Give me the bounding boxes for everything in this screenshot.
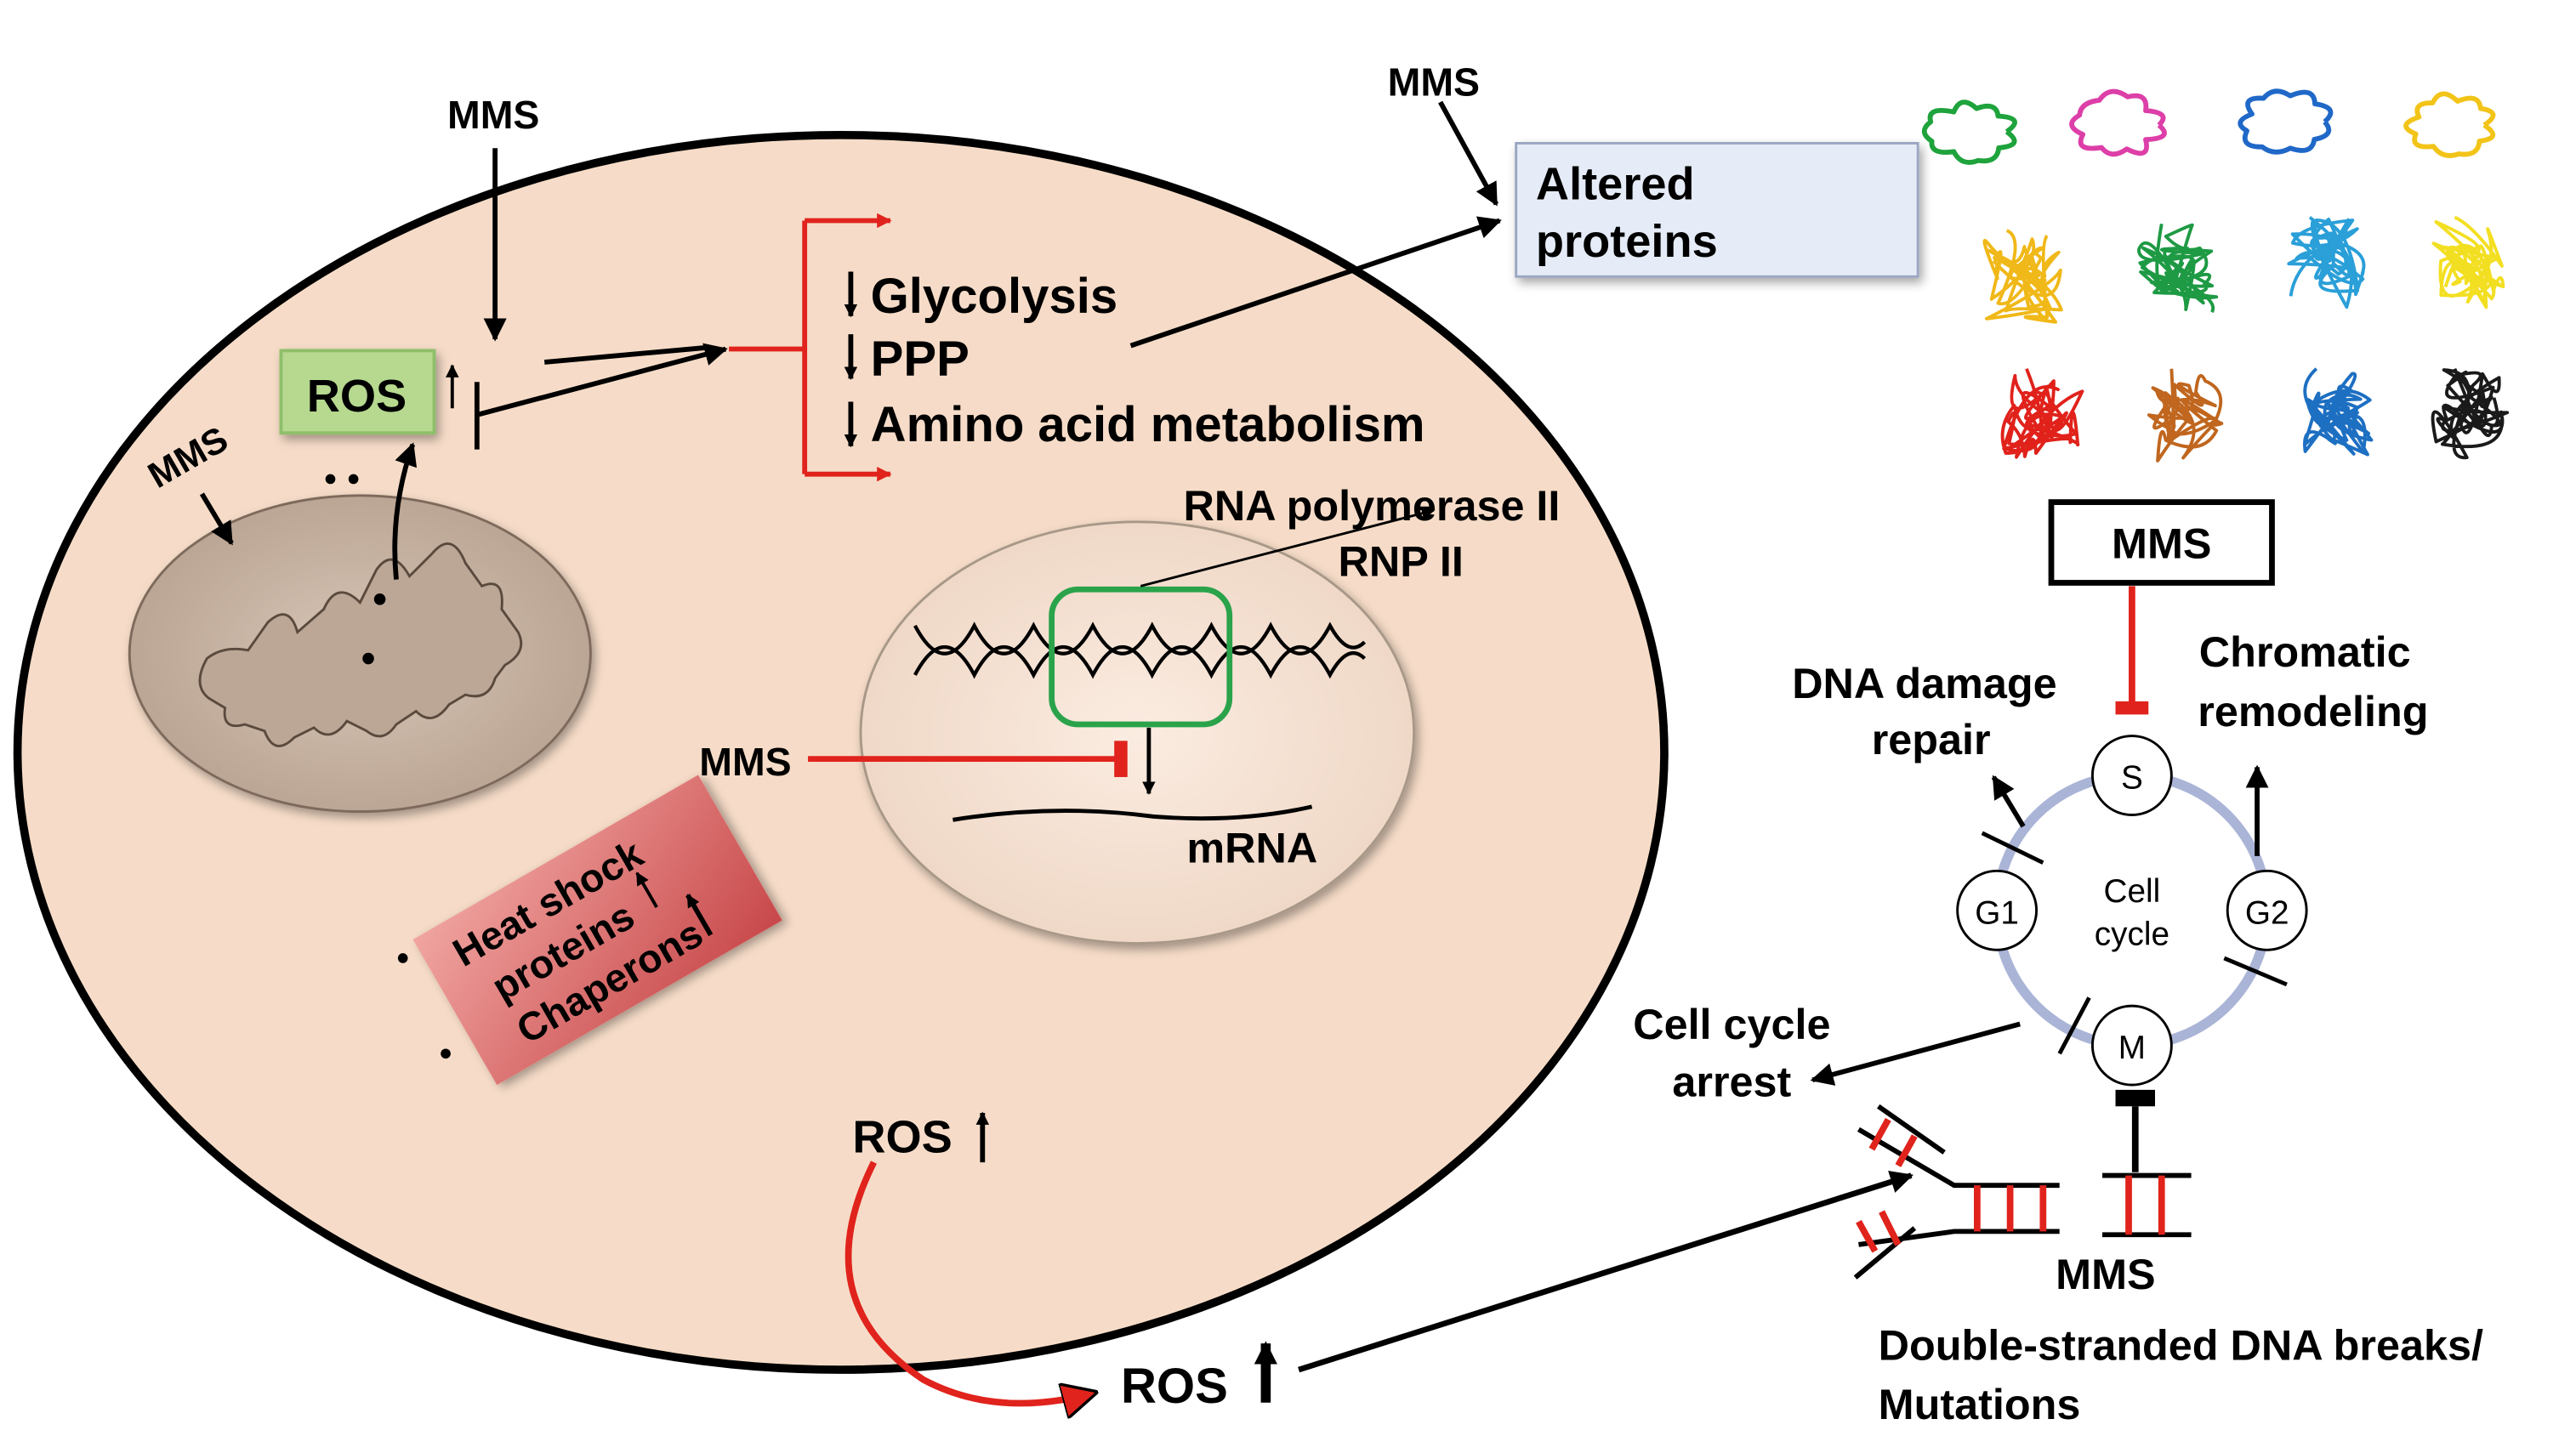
phase-g2-label: G2 [2245, 894, 2289, 931]
ros-to-metabolism-arrow [476, 343, 728, 417]
phase-g1: G1 [1956, 869, 2039, 951]
dsb-label-2: Mutations [1879, 1380, 2081, 1428]
mms-box [2048, 499, 2275, 586]
phase-g2: G2 [2226, 869, 2308, 951]
cell-cycle-arrest-label-2: arrest [1672, 1058, 1791, 1106]
rnp-label: RNP II [1339, 537, 1464, 586]
dot-marker [373, 593, 386, 605]
bullet-dot [397, 953, 408, 963]
dot-marker [348, 474, 359, 485]
checkpoint-mark [2057, 996, 2091, 1055]
heat-shock-box [412, 775, 782, 1086]
misfolded-protein-icon [2147, 368, 2224, 463]
rnap-binding-box [1049, 586, 1233, 728]
bullet-dot [441, 1048, 451, 1059]
cell-body [13, 130, 1669, 1374]
phase-g1-label: G1 [1975, 894, 2019, 931]
misfolded-protein-icon [2431, 368, 2510, 460]
chaperons-up-arrow [685, 894, 714, 937]
unfolded-protein-icon [2238, 88, 2334, 155]
misfolded-protein-icon [2137, 223, 2219, 314]
mms-top-label: MMS [447, 93, 539, 137]
rna-polymerase-label: RNA polymerase II [1184, 481, 1561, 530]
phase-s-label: S [2121, 760, 2143, 797]
misfolded-protein-icon [1982, 229, 2063, 324]
cell-cycle-diagram: Cell cycle S G1 G2 M [1956, 735, 2308, 1087]
to-arrest-arrow [1810, 1021, 2021, 1086]
dna-helix [913, 621, 1367, 679]
cell-cycle-label-2: cycle [2095, 916, 2169, 952]
unfolded-protein-icon [2403, 91, 2496, 158]
dsb-label-1: Double-stranded DNA breaks/ [1879, 1320, 2483, 1369]
mms-to-proteins-arrow [1438, 100, 1498, 207]
ros-outside-label: ROS [1121, 1359, 1228, 1414]
dot-marker [362, 652, 374, 665]
mms-inhibition-bar [1114, 741, 1128, 777]
cell-cycle-arrest-label-1: Cell cycle [1633, 1000, 1830, 1048]
checkpoint-mark [1981, 831, 2044, 865]
dot-marker [325, 474, 336, 485]
phase-s: S [2090, 735, 2173, 816]
altered-label: Altered [1536, 158, 1695, 209]
dna-damage-repair-label-2: repair [1872, 715, 1991, 763]
ros-escape-arrow [844, 1161, 1095, 1403]
amino-acid-label: Amino acid metabolism [871, 397, 1425, 452]
mms-to-mito-arrow [199, 492, 234, 546]
misfolded-protein-icon [2287, 216, 2366, 309]
mito-to-ros-arrow [392, 442, 418, 580]
ros-to-metabolism-line [543, 344, 710, 365]
chromatic-remodeling-label-1: Chromatic [2199, 627, 2411, 676]
unfolded-protein-icon [2069, 88, 2167, 157]
m-inhibition-bar [2115, 1089, 2155, 1107]
unfolded-protein-icon [1921, 99, 2017, 165]
misfolded-proteins-grid [1921, 88, 2510, 463]
ppp-label: PPP [871, 331, 970, 386]
phase-m: M [2090, 1004, 2173, 1087]
mitochondrion [128, 494, 592, 814]
proteins-box-label: proteins [1536, 216, 1718, 267]
altered-proteins-box [1515, 142, 1919, 278]
chromatic-remodeling-label-2: remodeling [2198, 687, 2428, 735]
mrna-strand [952, 804, 1313, 822]
ros-box-label: ROS [307, 371, 407, 422]
mms-box-label: MMS [2112, 519, 2211, 567]
ros-inside-label: ROS [852, 1111, 952, 1162]
dna-damage-repair-label-1: DNA damage [1792, 659, 2056, 707]
phase-m-label: M [2118, 1030, 2146, 1066]
mms-inhibition-bar-s [2115, 701, 2149, 715]
misfolded-protein-icon [2302, 367, 2374, 457]
mms-bottom-label: MMS [2056, 1250, 2155, 1298]
mrna-label: mRNA [1186, 824, 1317, 872]
proteins-up-arrow [635, 871, 658, 909]
cell-cycle-label-1: Cell [2104, 873, 2161, 910]
mms-altered-label: MMS [1388, 60, 1480, 104]
nucleus [859, 520, 1416, 945]
ros-to-dna-arrow [1298, 1171, 1914, 1373]
misfolded-protein-icon [2431, 215, 2505, 309]
to-dna-repair-arrow [1991, 775, 2026, 828]
rnap-pointer-arrow [1140, 507, 1436, 587]
glycolysis-label: Glycolysis [871, 269, 1118, 324]
ros-box [279, 349, 436, 435]
checkpoint-mark [2223, 956, 2288, 987]
mms-dna-label: MMS [699, 740, 791, 784]
misfolded-protein-icon [2000, 368, 2084, 459]
damaged-dna-fork [1853, 1104, 2192, 1280]
metabolism-to-proteins-arrow [1129, 216, 1502, 349]
metabolism-bracket [729, 213, 892, 482]
